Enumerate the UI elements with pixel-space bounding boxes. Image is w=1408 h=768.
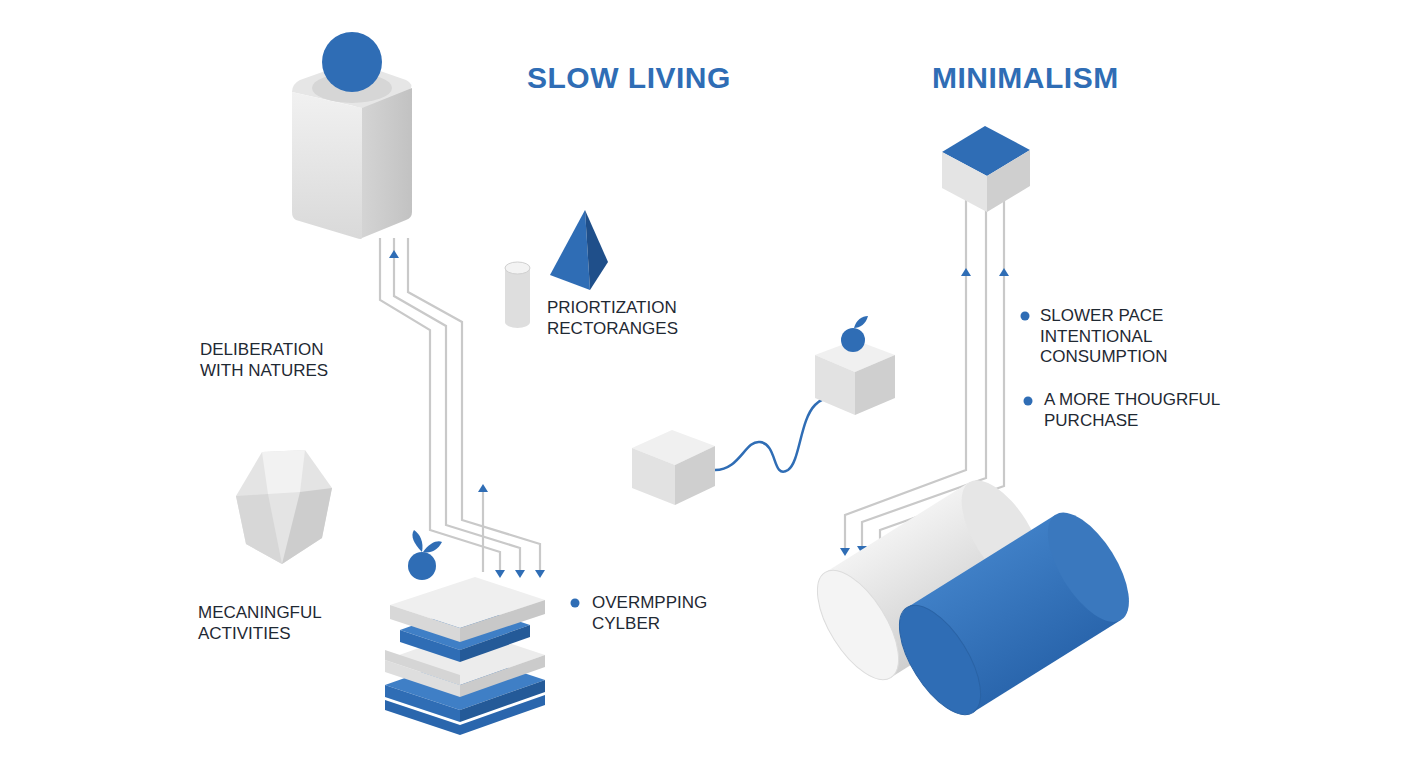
bullet-text: SLOWER PACE INTENTIONAL CONSUMPTION [1040,306,1210,368]
bullet-dots [571,312,1033,608]
big-cube [292,32,412,239]
layer-stack [385,530,545,735]
blue-cylinder [883,500,1145,728]
bullet-text: OVERMPPING CYLBER [592,593,752,634]
section-heading: SLOW LIVING [527,60,731,97]
text-label: MECANINGFUL ACTIVITIES [198,603,358,644]
section-heading: MINIMALISM [932,60,1119,97]
pyramid [550,210,608,290]
linked-cubes [632,316,895,505]
text-label: PRIORTIZATION RECTORANGES [547,298,737,339]
bullet-text: A MORE THOUGRFUL PURCHASE [1044,390,1244,431]
polyhedron [236,450,332,564]
small-cylinder [505,262,530,328]
arrow-heads [389,250,545,578]
text-label: DELIBERATION WITH NATURES [200,340,360,381]
small-cube [942,126,1030,212]
flow-lines [380,238,540,572]
